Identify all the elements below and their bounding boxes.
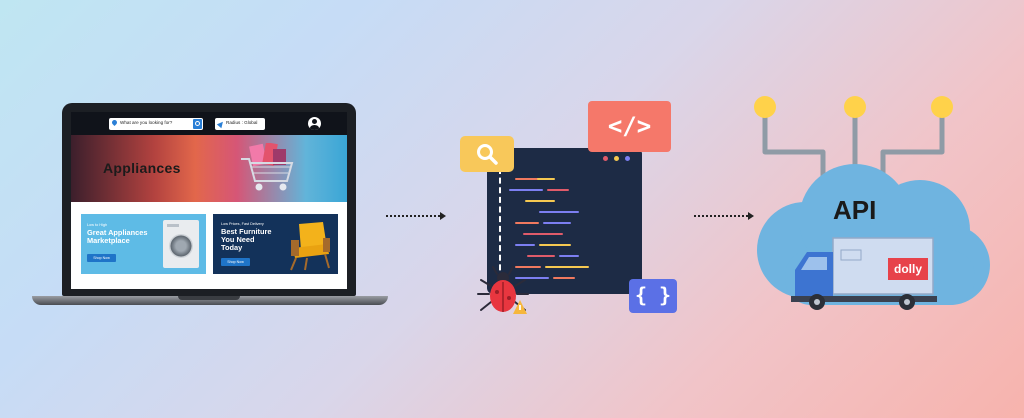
window-dot	[614, 156, 619, 161]
bug-icon	[473, 262, 533, 322]
code-line	[545, 266, 589, 268]
search-button[interactable]	[193, 119, 202, 129]
flow-arrow-2	[694, 215, 748, 217]
promo-title: Marketplace	[87, 237, 130, 245]
code-tag-badge: </>	[588, 101, 671, 152]
location-pin-icon	[111, 119, 118, 126]
code-line	[539, 244, 571, 246]
promo-title: Today	[221, 244, 242, 252]
search-badge	[460, 136, 514, 172]
code-line	[539, 211, 579, 213]
laptop-screen: What are you looking for? Radius : Globa…	[71, 112, 347, 289]
arrow-head-icon	[440, 212, 446, 220]
flow-arrow-1	[386, 215, 440, 217]
truck-brand-logo: dolly	[888, 258, 928, 280]
promo-tagline: Low to High	[87, 223, 107, 227]
user-avatar-icon[interactable]	[308, 117, 321, 130]
window-dot	[603, 156, 608, 161]
furniture-promo-card[interactable]: Low Prices, Fast Delivery Best Furniture…	[213, 214, 338, 274]
hero-title: Appliances	[103, 160, 181, 176]
shopping-cart-icon	[237, 143, 297, 195]
laptop-notch	[178, 296, 240, 300]
site-header: What are you looking for? Radius : Globa…	[71, 112, 347, 135]
code-line	[559, 255, 579, 257]
code-line	[527, 255, 555, 257]
code-line	[509, 189, 543, 191]
window-dot	[625, 156, 630, 161]
armchair-icon	[283, 218, 333, 272]
api-label: API	[833, 195, 876, 226]
code-line	[525, 200, 555, 202]
location-selector[interactable]: Radius : Global	[215, 118, 265, 130]
location-label: Radius : Global	[226, 120, 257, 125]
washing-machine-icon	[163, 220, 199, 268]
json-braces-badge: { }	[629, 279, 677, 313]
code-line	[553, 277, 575, 279]
shop-now-button[interactable]: Shop Now	[87, 254, 116, 262]
search-placeholder: What are you looking for?	[120, 120, 172, 125]
shop-now-button[interactable]: Shop Now	[221, 258, 250, 266]
code-line	[515, 222, 539, 224]
code-line	[537, 178, 555, 180]
code-line	[515, 244, 535, 246]
navigation-arrow-icon	[217, 120, 225, 128]
magnifier-icon	[475, 142, 499, 166]
appliances-promo-card[interactable]: Low to High Great Appliances Marketplace…	[81, 214, 206, 274]
code-line	[543, 222, 571, 224]
hero-banner: Appliances	[71, 135, 347, 202]
code-line	[523, 233, 563, 235]
code-line	[547, 189, 569, 191]
promo-tagline: Low Prices, Fast Delivery	[221, 222, 264, 226]
search-input[interactable]: What are you looking for?	[109, 118, 203, 130]
